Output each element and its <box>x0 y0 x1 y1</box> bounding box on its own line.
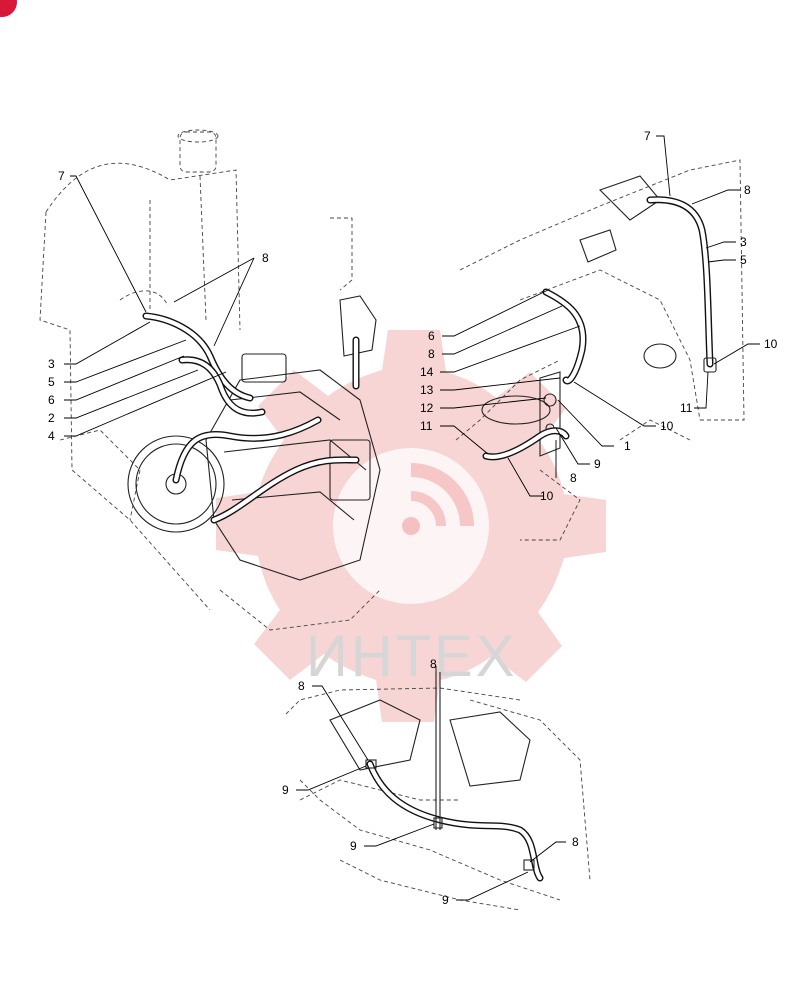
callout-label: 6 <box>48 393 55 407</box>
engine-assembly-view <box>39 129 381 631</box>
callout-label: 12 <box>420 401 434 415</box>
corner-badge <box>0 0 17 17</box>
callout-label: 8 <box>262 251 269 265</box>
callout-label: 8 <box>430 657 437 671</box>
callout-label: 9 <box>594 457 601 471</box>
callout-label: 9 <box>350 839 357 853</box>
callout-label: 10 <box>540 489 554 503</box>
callout-label: 9 <box>442 893 449 907</box>
callout-label: 5 <box>48 375 55 389</box>
callout-label: 8 <box>428 347 435 361</box>
left-callouts: 7 8 3 5 6 2 4 <box>48 169 269 443</box>
callout-label: 6 <box>428 329 435 343</box>
callout-label: 13 <box>420 383 434 397</box>
callout-label: 8 <box>570 471 577 485</box>
callout-label: 10 <box>660 419 674 433</box>
callout-label: 7 <box>58 169 65 183</box>
callout-label: 8 <box>572 835 579 849</box>
callout-label: 1 <box>624 439 631 453</box>
bottom-callouts: 8 8 9 9 8 9 <box>282 657 579 907</box>
callout-label: 14 <box>420 365 434 379</box>
lower-line-view <box>285 672 591 911</box>
callout-label: 3 <box>48 357 55 371</box>
right-callouts: 7 8 3 5 10 11 6 8 14 13 12 11 10 1 9 8 1… <box>420 129 778 503</box>
callout-label: 8 <box>744 183 751 197</box>
callout-label: 4 <box>48 429 55 443</box>
watermark-gear <box>216 330 606 722</box>
callout-label: 11 <box>680 401 693 415</box>
callout-label: 3 <box>740 235 747 249</box>
callout-label: 9 <box>282 783 289 797</box>
callout-label: 8 <box>298 679 305 693</box>
cooling-line-view <box>455 159 745 541</box>
callout-label: 7 <box>644 129 651 143</box>
callout-label: 10 <box>764 337 778 351</box>
callout-label: 2 <box>48 411 55 425</box>
callout-label: 5 <box>740 253 747 267</box>
callout-label: 11 <box>420 419 433 433</box>
watermark-text: ИНТЕХ <box>306 624 517 689</box>
